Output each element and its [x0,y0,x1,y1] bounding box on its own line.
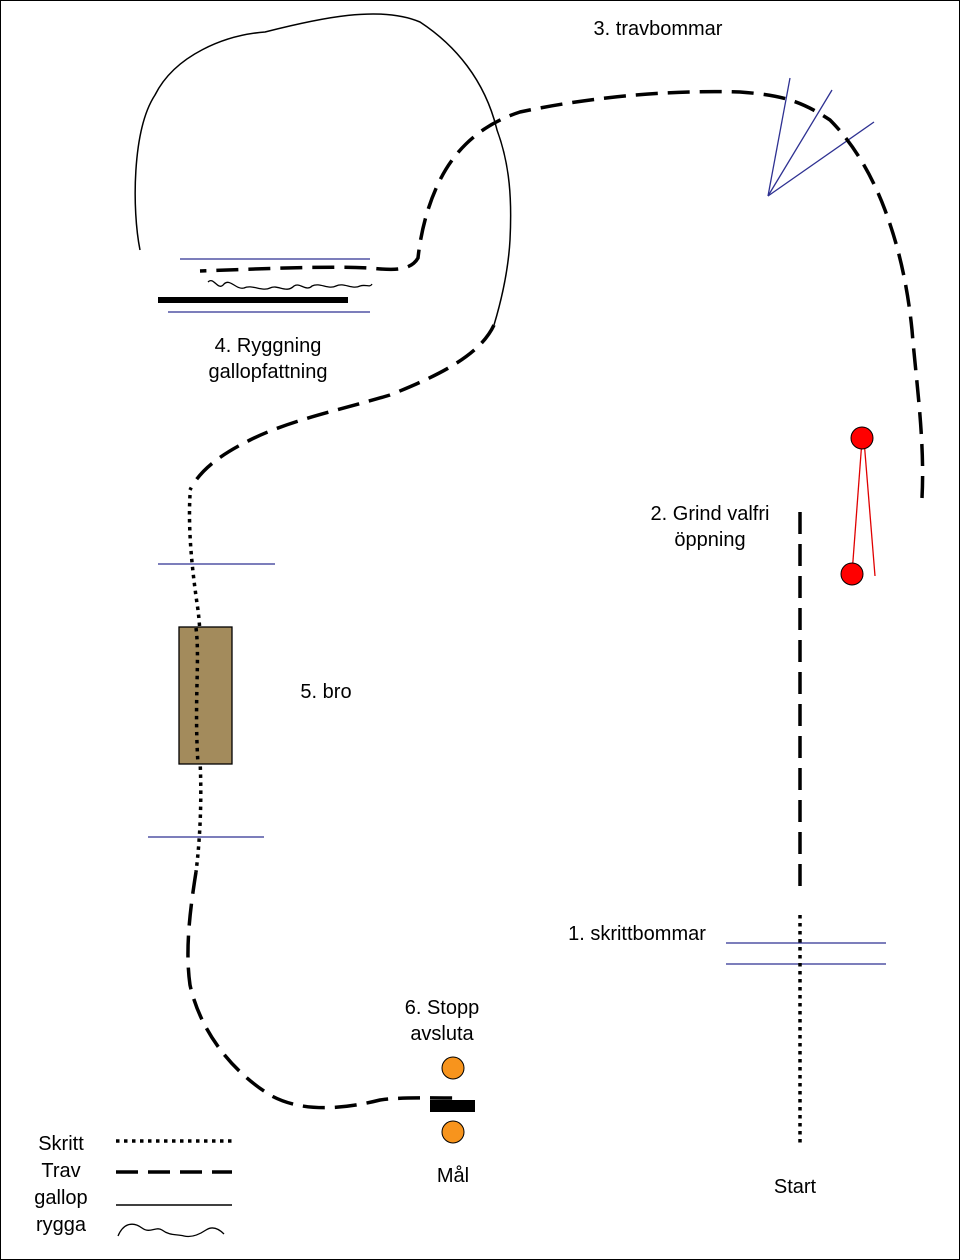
finish-station [430,1056,475,1144]
walk-poles [726,942,886,965]
trot-path-top [199,89,925,499]
trot-pole-1 [767,77,791,197]
trot-pole-2 [767,89,833,197]
legend-gallop-label: gallop [34,1187,87,1209]
gate-post-top [850,426,874,450]
label-grind-2: öppning [674,529,745,551]
label-travbommar: 3. travbommar [594,18,723,40]
legend-trav-label: Trav [41,1160,80,1182]
bridge-plank [178,626,233,765]
bridge [148,563,275,838]
finish-cone-bottom [441,1120,465,1144]
legend-rygga-line [117,1223,225,1238]
trot-path-middle [188,324,496,491]
label-mal: Mål [437,1165,469,1187]
label-bro: 5. bro [300,681,351,703]
trot-pole-3 [767,121,875,197]
rein-back-station [158,258,373,313]
gate-line-1 [851,439,863,575]
label-skrittbommar: 1. skrittbommar [568,923,706,945]
trot-poles [767,77,875,197]
trot-path-bottom [186,871,459,1110]
label-ryggning-1: 4. Ryggning [215,335,322,357]
legend: Skritt Trav gallop rygga [34,1133,232,1238]
walk-path-bridge [187,494,203,873]
legend-rygga-label: rygga [36,1214,87,1236]
gate-post-bottom [840,562,864,586]
label-stopp-2: avsluta [410,1023,474,1045]
gallop-circle-path [134,13,512,326]
walk-path-over-bridge [194,627,200,765]
finish-cone-top [441,1056,465,1080]
legend-skritt-label: Skritt [38,1133,84,1155]
label-stopp-1: 6. Stopp [405,997,480,1019]
gate [840,426,876,586]
label-start: Start [774,1176,817,1198]
rein-back-squiggle [207,280,373,290]
label-ryggning-2: gallopfattning [209,361,328,383]
label-grind-1: 2. Grind valfri [651,503,770,525]
gate-line-2 [863,439,876,577]
